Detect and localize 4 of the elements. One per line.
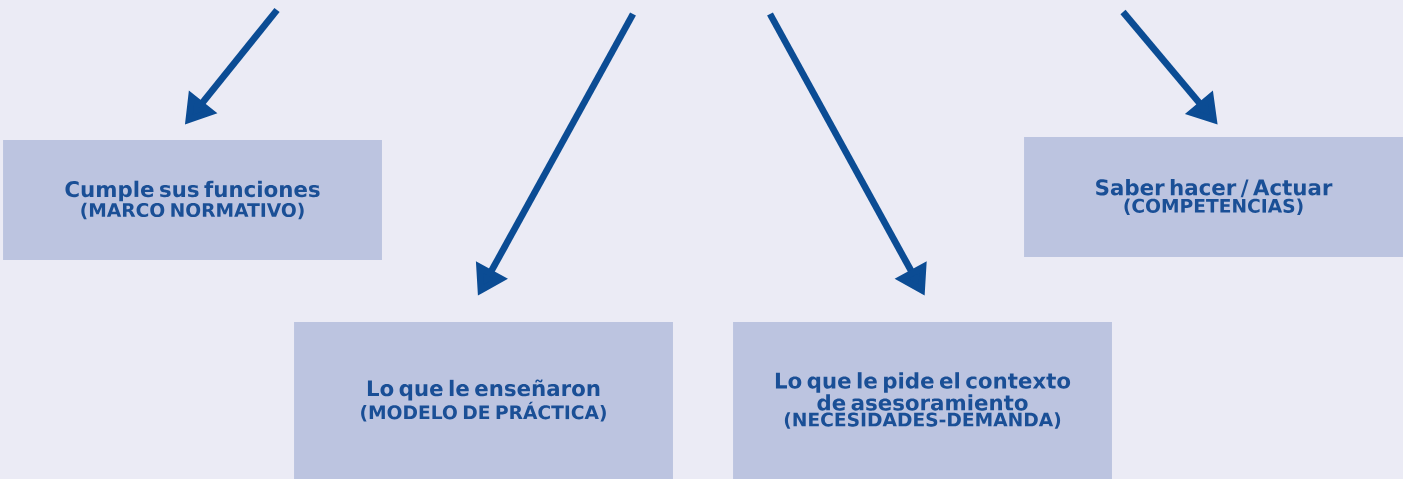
process-box: Cumple sus funciones (MARCO NORMATIVO) (3, 140, 382, 260)
process-box: Lo que le enseñaron (MODELO DE PRÁCTICA) (294, 321, 673, 479)
process-box: Saber hacer / Actuar (COMPETENCIAS) (1024, 137, 1403, 257)
process-box: Lo que le pide el contexto de asesoramiento (NECESIDADES-DEMANDA) (733, 321, 1112, 479)
